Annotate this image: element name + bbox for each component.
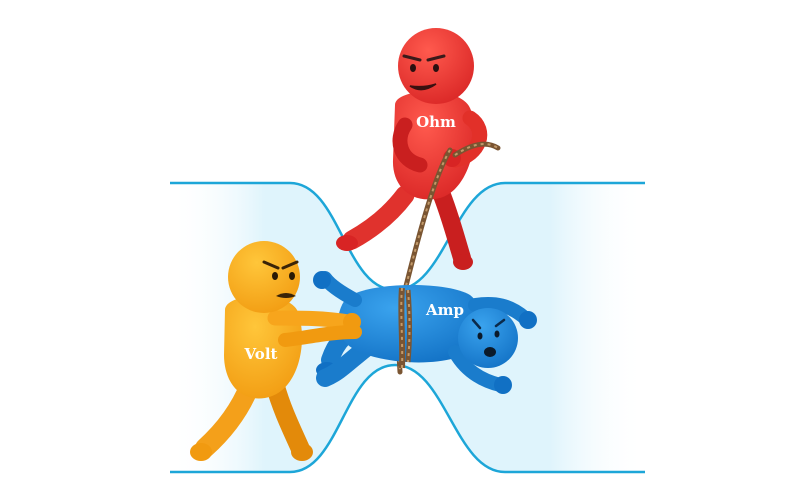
ohm-back-foot	[453, 254, 473, 270]
ohm-left-eyebrow	[402, 54, 422, 62]
amp-right-eyebrow	[494, 318, 506, 328]
ohm-front-foot	[336, 235, 358, 251]
volt-left-eye	[272, 272, 278, 280]
rope-top-end-pattern	[454, 143, 499, 156]
volt-front-foot	[190, 443, 212, 461]
amp-lower-hand	[494, 376, 512, 394]
rope-knot	[398, 287, 412, 369]
amp-left-eye	[477, 332, 483, 340]
rope-line-pattern	[398, 149, 451, 373]
ohm-front-arm	[447, 110, 488, 168]
amp-right-hand	[519, 311, 537, 329]
ohm-body	[392, 91, 475, 200]
ohm-label: Ohm	[416, 113, 456, 131]
amp-character: Amp	[313, 271, 537, 394]
volt-back-foot	[291, 443, 313, 461]
volt-label: Volt	[244, 345, 278, 363]
ohm-right-eyebrow	[426, 54, 446, 62]
ohm-left-eye	[410, 64, 416, 72]
volt-upper-arm	[267, 310, 356, 330]
ohm-mouth	[409, 83, 437, 91]
volt-right-eye	[289, 272, 295, 280]
ohm-right-eye	[433, 64, 439, 72]
volt-character: Volt	[190, 241, 362, 461]
tube-bottom-outline	[170, 363, 645, 474]
volt-right-eyebrow	[281, 260, 299, 270]
amp-mouth	[484, 347, 496, 357]
volt-lower-arm	[278, 325, 362, 347]
volt-mouth	[276, 293, 296, 298]
amp-raised-hand	[313, 271, 331, 289]
ohm-front-leg	[342, 185, 415, 250]
amp-head	[458, 308, 518, 368]
amp-left-eyebrow	[471, 318, 482, 330]
amp-right-eye	[494, 330, 500, 338]
amp-label: Amp	[425, 301, 464, 319]
ohm-back-arm	[392, 117, 428, 173]
ohm-character: Ohm	[336, 28, 488, 270]
volt-left-eyebrow	[262, 260, 280, 270]
